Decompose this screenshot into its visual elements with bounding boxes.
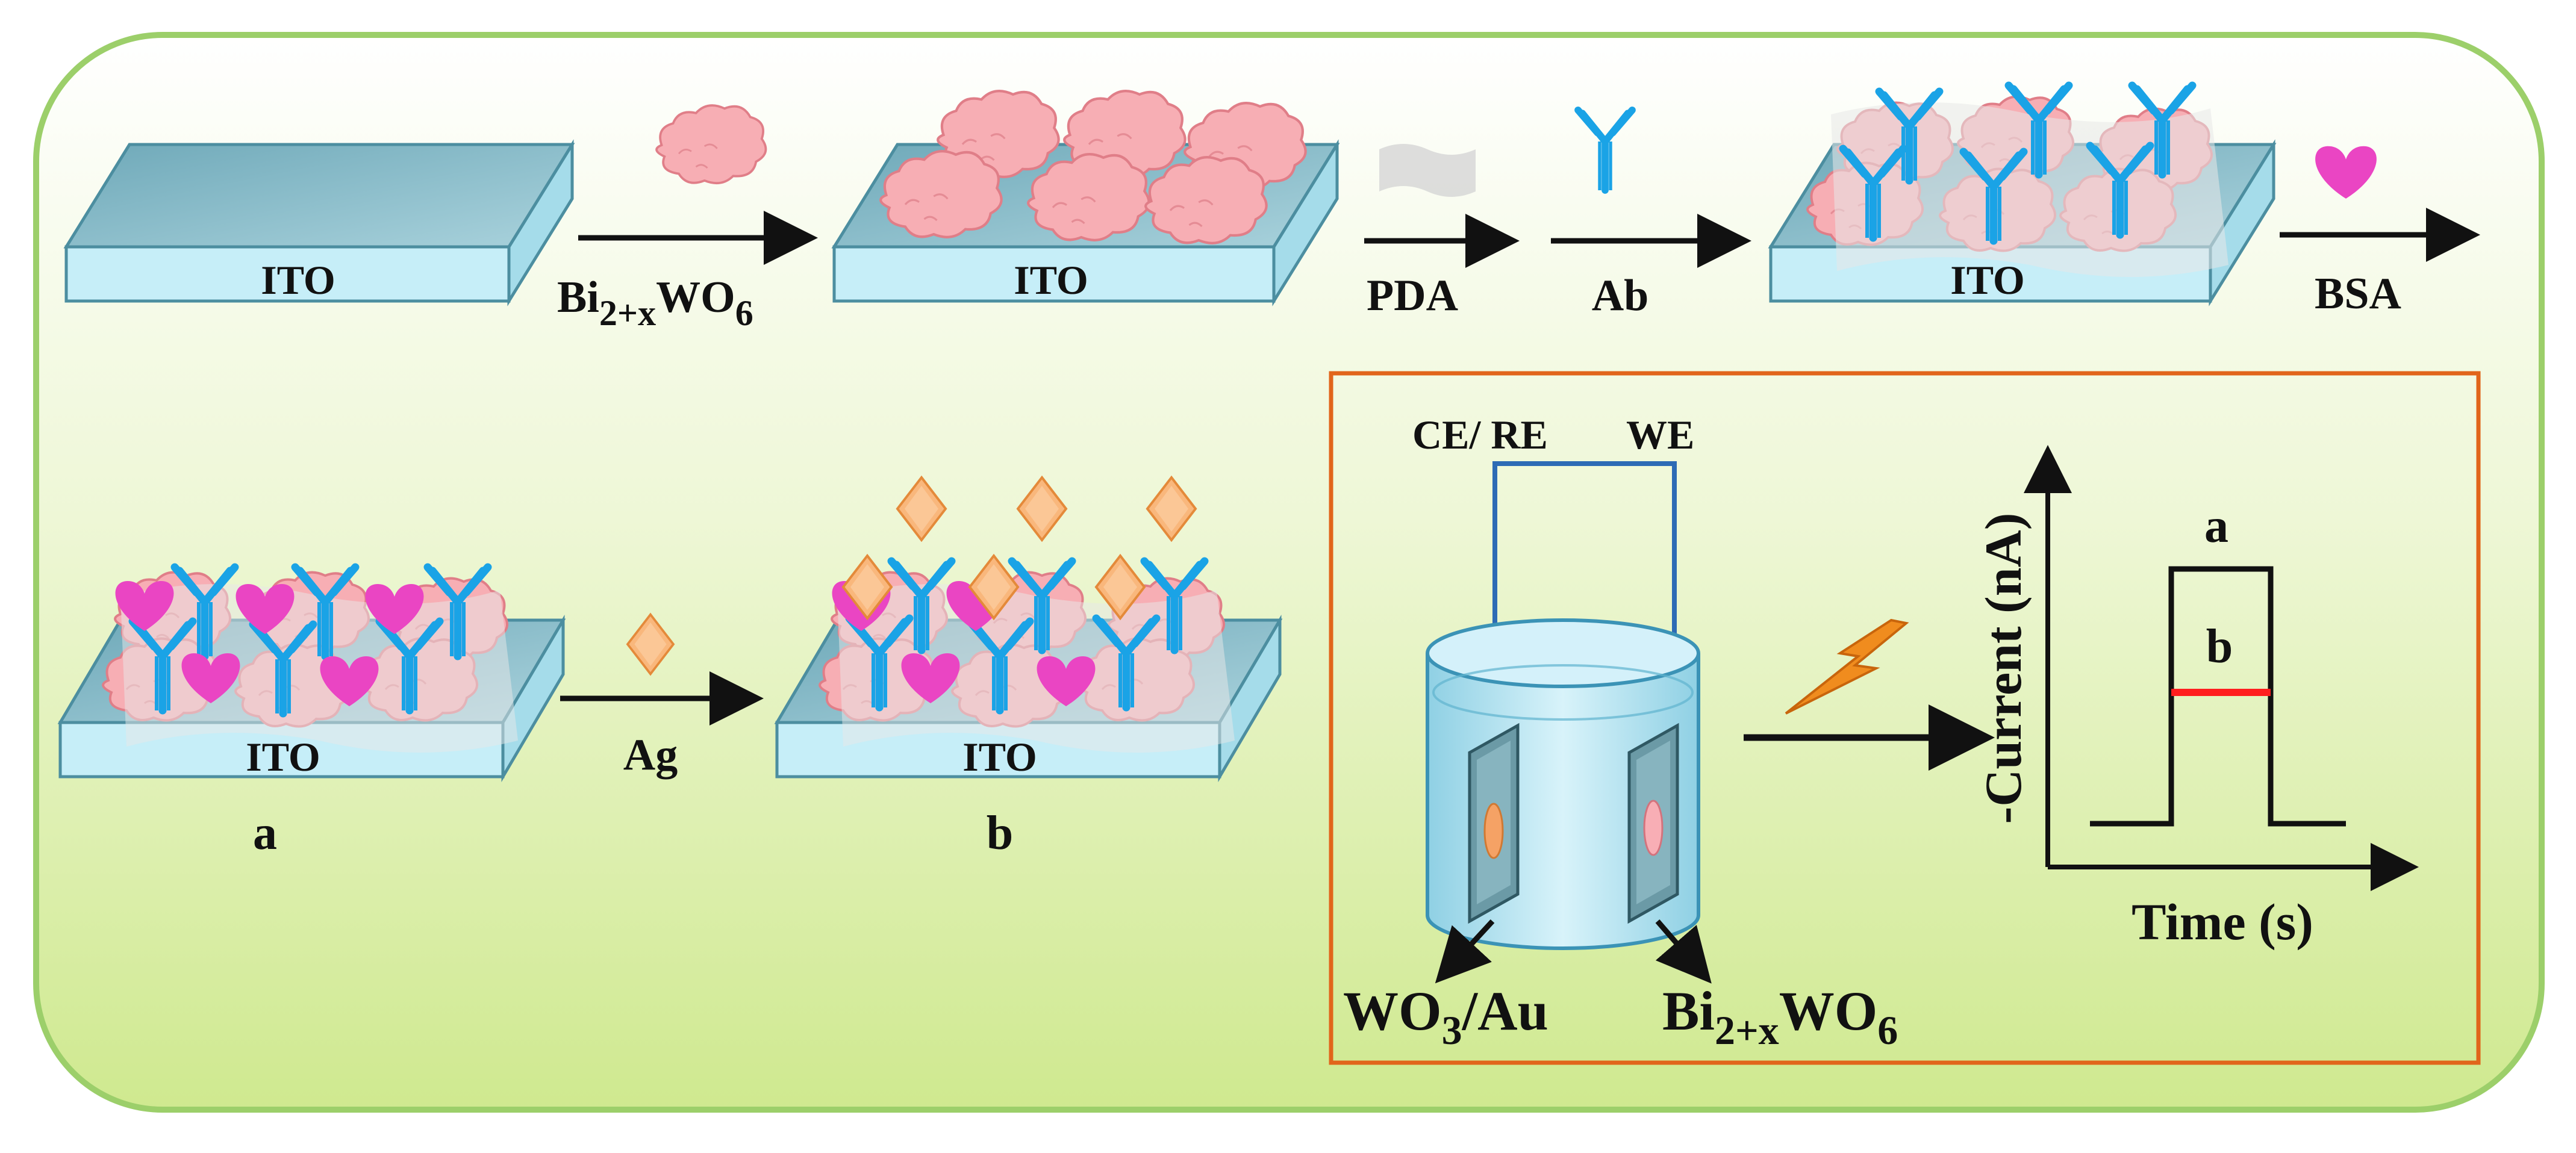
ito-label: ITO xyxy=(1014,257,1088,303)
bi-sub: 2+x xyxy=(599,293,656,333)
detection-inset: CE/ RE WE WO3/Au Bi2+xWO6 xyxy=(1329,371,2481,1065)
ito-label: ITO xyxy=(1950,257,2024,303)
ito-slab-state-a: ITO a xyxy=(57,567,566,860)
step-arrow-bsa: BSA xyxy=(2280,146,2480,319)
light-bolt-icon xyxy=(1785,618,1909,715)
step-label-ab: Ab xyxy=(1592,271,1649,320)
step-label-ag: Ag xyxy=(623,730,678,780)
ito-label: ITO xyxy=(246,734,320,780)
bi-main: Bi xyxy=(1662,980,1715,1042)
wo3-au-electrode xyxy=(1468,723,1520,924)
wo3-main: WO xyxy=(1343,980,1442,1042)
wo3-tail: /Au xyxy=(1462,980,1548,1042)
bi-sub: 2+x xyxy=(1715,1007,1779,1053)
ito-slab-state-b: ITO b xyxy=(774,476,1283,860)
bi2xwo6-electrode xyxy=(1627,723,1679,924)
bi-main: Bi xyxy=(557,273,599,322)
curve-b-label: b xyxy=(2206,620,2233,673)
background-panel xyxy=(33,32,2545,1113)
circuit-wire xyxy=(1492,461,1677,765)
pda-film-layer xyxy=(1831,102,2228,277)
wo3-sub: 3 xyxy=(1442,1007,1462,1053)
graph-x-label: Time (s) xyxy=(2132,893,2313,951)
ito-slab-bi2xwo6: ITO xyxy=(831,91,1340,306)
step-label-bi2xwo6: Bi2+xWO6 xyxy=(557,273,753,333)
we-label: WE xyxy=(1626,412,1694,458)
step-arrow-ab: Ab xyxy=(1551,110,1751,320)
state-label-a: a xyxy=(253,807,277,860)
ito-slab-bare: ITO xyxy=(63,139,575,306)
curve-a-label: a xyxy=(2204,500,2228,553)
step-arrow-pda: PDA xyxy=(1364,144,1520,320)
bi2xwo6-label: Bi2+xWO6 xyxy=(1662,980,1898,1053)
state-label-b: b xyxy=(987,807,1014,860)
ito-label: ITO xyxy=(261,257,335,303)
wo3-pointer-arrow xyxy=(1435,919,1495,984)
photocurrent-graph: a b -Current (nA) Time (s) xyxy=(1974,445,2419,951)
ito-slab-antibody: ITO xyxy=(1768,85,2277,306)
bi-pointer-arrow xyxy=(1655,919,1712,984)
bi-tail-sub: 6 xyxy=(1877,1007,1898,1053)
bi-tail-sub: 6 xyxy=(735,293,753,333)
bi-tail: WO xyxy=(1779,980,1878,1042)
ce-re-label: CE/ RE xyxy=(1412,412,1548,458)
wo3-au-label: WO3/Au xyxy=(1343,980,1548,1053)
step-label-pda: PDA xyxy=(1367,271,1458,320)
step-label-bsa: BSA xyxy=(2315,269,2401,319)
curve-a xyxy=(2090,566,2346,827)
inset-frame xyxy=(1329,371,2481,1065)
step-arrow-bi2xwo6: Bi2+xWO6 xyxy=(557,104,818,333)
graph-y-label: -Current (nA) xyxy=(1974,513,2032,824)
step-arrow-ag: Ag xyxy=(560,613,764,780)
pda-film-icon xyxy=(1379,144,1476,197)
bi-tail: WO xyxy=(656,273,735,322)
ito-label: ITO xyxy=(962,734,1037,780)
